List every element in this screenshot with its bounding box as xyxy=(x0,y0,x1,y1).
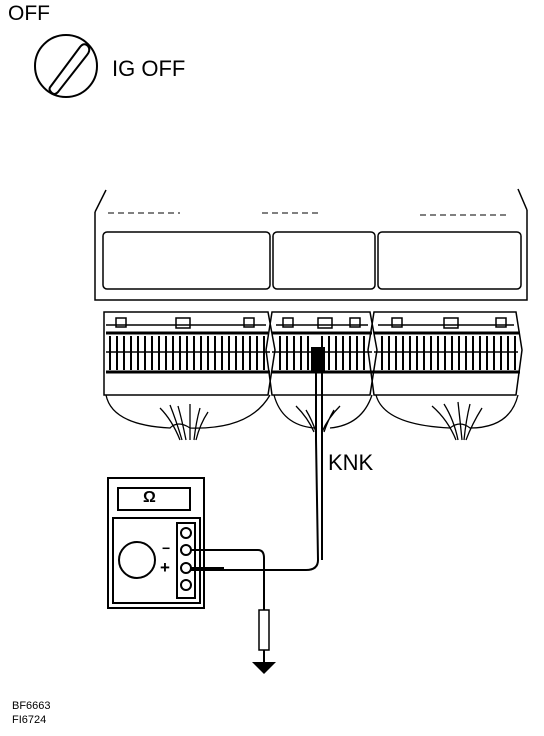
ground-lead xyxy=(191,549,270,662)
knk-probe-wire xyxy=(190,370,323,571)
meter-minus-symbol: − xyxy=(162,540,171,556)
meter-plus-symbol: + xyxy=(160,558,170,577)
terminal-label: KNK xyxy=(328,450,374,475)
meter-dial xyxy=(118,541,156,579)
ohmmeter xyxy=(107,477,205,609)
ignition-mode-label: OFF xyxy=(8,2,50,25)
ground-icon xyxy=(252,662,276,674)
meter-range-symbol: Ω xyxy=(143,489,156,506)
connector-pins xyxy=(106,336,518,371)
ignition-key-icon xyxy=(34,34,98,98)
knk-terminal xyxy=(311,347,325,371)
wire-harness xyxy=(105,394,519,441)
ignition-state-label: IG OFF xyxy=(112,56,186,81)
figure-code-2: FI6724 xyxy=(12,714,47,726)
ecu-housing xyxy=(94,188,528,301)
ecu-connectors xyxy=(103,311,523,396)
figure-code-1: BF6663 xyxy=(12,700,51,712)
